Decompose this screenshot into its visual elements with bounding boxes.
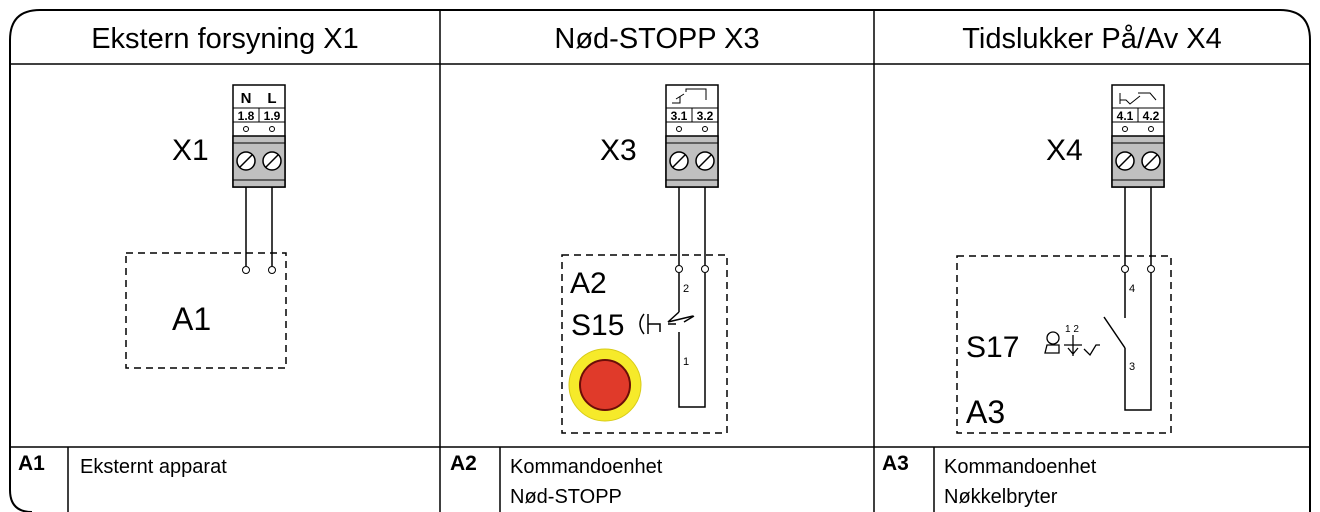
terminal-num-2: 1.9 xyxy=(264,109,281,123)
legend-desc-line: Eksternt apparat xyxy=(80,456,227,478)
legend-desc-a2: Kommandoenhet Nød-STOPP xyxy=(510,452,662,512)
legend-code-a3: A3 xyxy=(882,452,909,475)
legend-desc-line: Kommandoenhet xyxy=(510,456,663,478)
device-label-a2: A2 xyxy=(570,267,607,300)
terminal-label-l: L xyxy=(267,90,276,107)
timer-contact-symbol xyxy=(1119,92,1157,105)
device-label-a3: A3 xyxy=(966,394,1005,430)
legend-code-a1: A1 xyxy=(18,452,45,475)
contact-num-bottom: 1 xyxy=(683,356,689,368)
estop-button-head xyxy=(579,359,631,411)
contact-num-top: 2 xyxy=(683,283,689,295)
terminal-num-1: 4.1 xyxy=(1117,109,1134,123)
header-nod-stopp: Nød-STOPP X3 xyxy=(554,22,760,55)
device-label-a1: A1 xyxy=(172,301,211,337)
legend-desc-a3: Kommandoenhet Nøkkelbryter xyxy=(944,452,1096,512)
switch-label-s17: S17 xyxy=(966,331,1019,364)
contact-num-top: 4 xyxy=(1129,283,1135,295)
device-box-a2 xyxy=(561,254,728,434)
estop-actuator-symbol xyxy=(639,313,676,335)
connector-x1: N L 1.8 1.9 xyxy=(232,84,286,188)
header-tidslukker: Tidslukker På/Av X4 xyxy=(962,22,1222,55)
header-ekstern-forsyning: Ekstern forsyning X1 xyxy=(91,22,359,55)
device-box-a1 xyxy=(125,252,287,369)
connector-x4: 4.1 4.2 xyxy=(1111,84,1165,188)
terminal-num-2: 4.2 xyxy=(1143,109,1160,123)
legend-desc-line: Nød-STOPP xyxy=(510,486,622,508)
terminal-num-1: 3.1 xyxy=(671,109,688,123)
connector-label-x4: X4 xyxy=(1046,134,1083,167)
connector-x3: 3.1 3.2 xyxy=(665,84,719,188)
terminal-label-n: N xyxy=(241,90,252,107)
legend-desc-line: Kommandoenhet xyxy=(944,456,1097,478)
no-contact xyxy=(1103,273,1152,411)
terminal-num-2: 3.2 xyxy=(697,109,714,123)
connector-label-x3: X3 xyxy=(600,134,637,167)
terminal-num-1: 1.8 xyxy=(238,109,255,123)
legend-desc-a1: Eksternt apparat xyxy=(80,452,227,482)
outer-frame xyxy=(9,9,1311,512)
nc-contact xyxy=(667,273,706,408)
legend-desc-line: Nøkkelbryter xyxy=(944,486,1058,508)
connector-label-x1: X1 xyxy=(172,134,209,167)
device-box-a3 xyxy=(956,255,1172,434)
nc-contact-symbol xyxy=(672,88,707,104)
contact-num-bottom: 3 xyxy=(1129,361,1135,373)
key-actuator-icon xyxy=(1044,331,1100,357)
switch-label-s15: S15 xyxy=(571,309,624,342)
legend-code-a2: A2 xyxy=(450,452,477,475)
key-positions: 1 2 xyxy=(1065,324,1079,335)
